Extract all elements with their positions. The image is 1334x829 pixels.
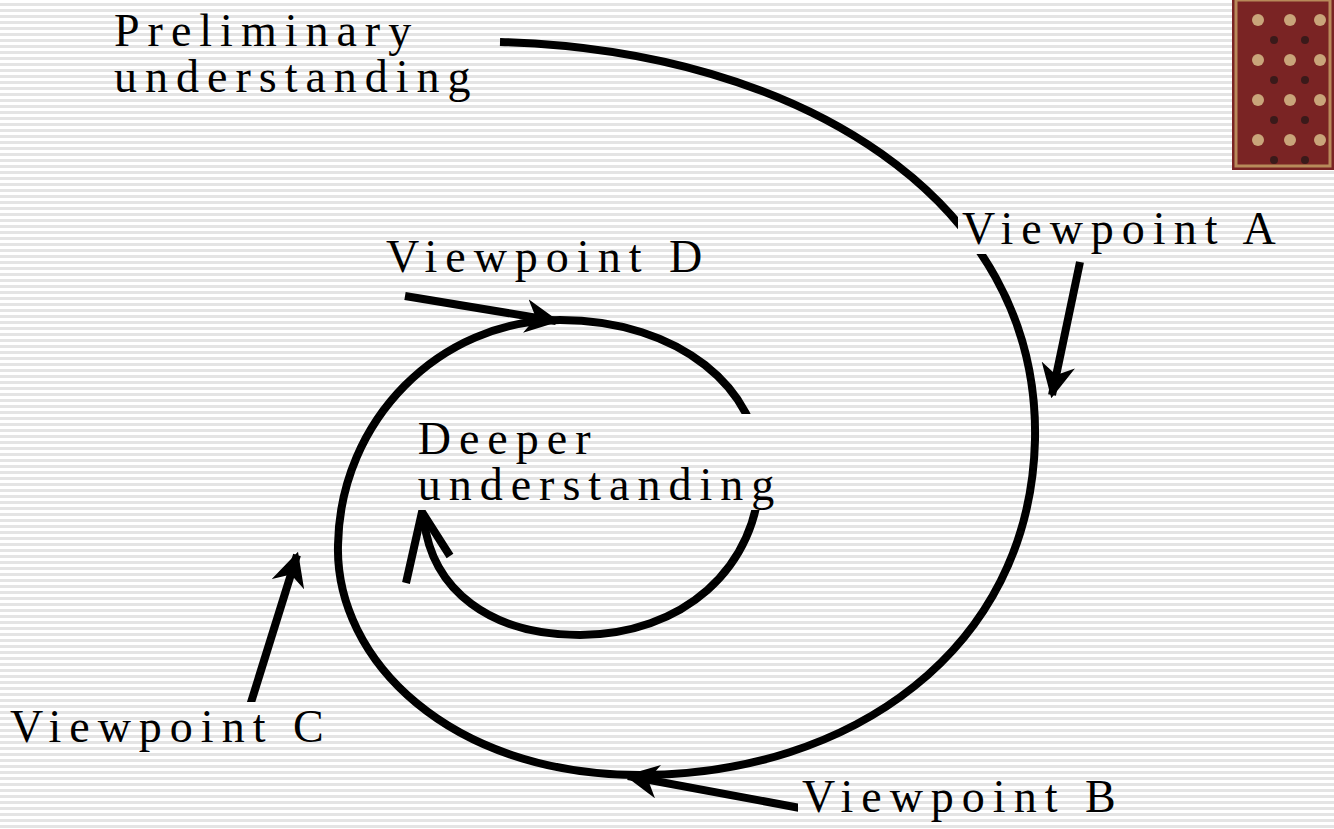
pointer-arrow [628, 776, 800, 808]
viewpoint-label: Viewpoint A [958, 204, 1288, 254]
viewpoint-label: Viewpoint B [798, 772, 1128, 822]
viewpoint-label: Viewpoint D [382, 232, 714, 282]
spiral-arrowhead [406, 512, 450, 583]
viewpoint-label: Preliminary understanding [110, 6, 483, 102]
pointer-arrow [405, 296, 556, 321]
carpet-picture [1232, 0, 1334, 170]
pointer-arrow [248, 555, 297, 712]
pointer-arrow [1052, 262, 1080, 395]
viewpoint-label: Viewpoint C [6, 702, 336, 752]
spiral-line [338, 42, 1035, 775]
viewpoint-label: Deeper understanding [414, 414, 787, 510]
